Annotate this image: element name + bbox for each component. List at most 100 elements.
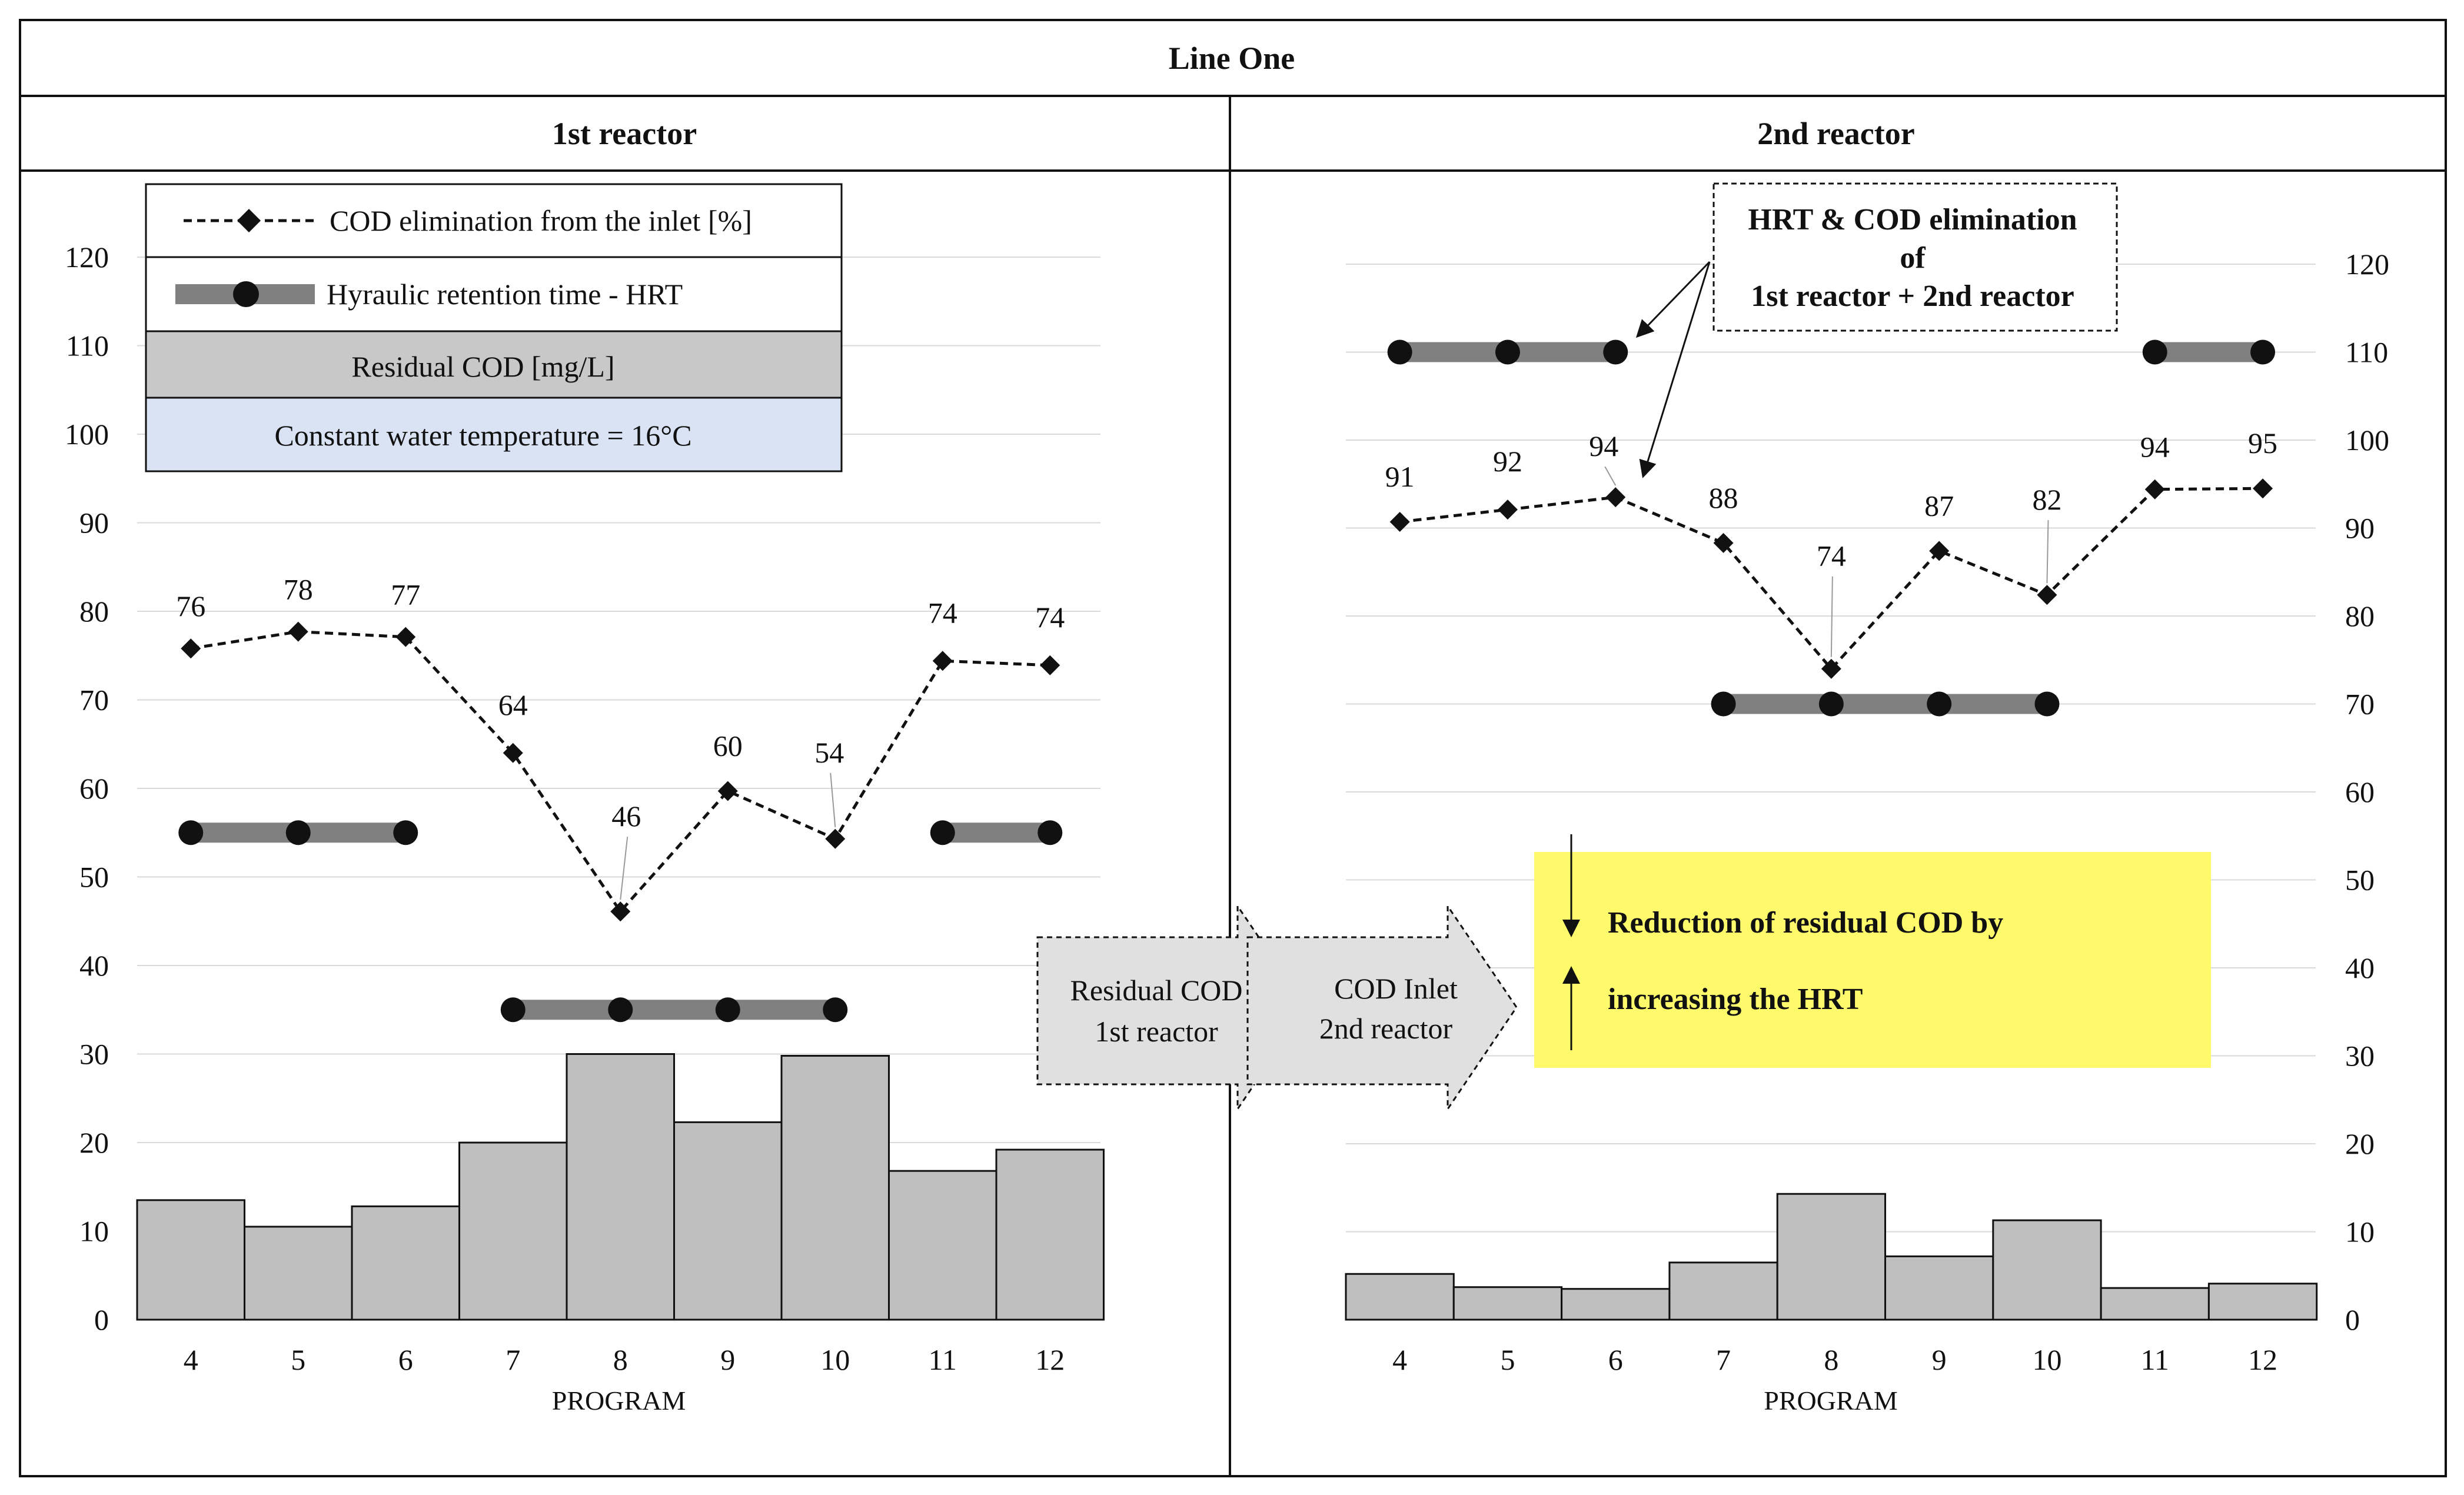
data-label-leader [1830, 576, 1833, 657]
cod-inlet-arrow [1246, 903, 1518, 1112]
cod-elimination-point [1821, 658, 1841, 679]
hrt-point [1603, 339, 1628, 365]
data-label-leader [620, 837, 629, 900]
residual-cod-bar [780, 1055, 890, 1321]
data-label-leader [830, 773, 836, 827]
residual-cod-bar [566, 1053, 675, 1321]
annotation-arrow-to-hrt [1635, 261, 1711, 338]
combined-annotation-line3: 1st reactor + 2nd reactor [1751, 279, 2074, 313]
y-tick-label: 90 [79, 507, 109, 540]
legend-temperature-label: Constant water temperature = 16°C [274, 419, 691, 452]
combined-annotation: HRT & COD elimination of 1st reactor + 2… [1635, 182, 2118, 478]
cod-elimination-data-label: 78 [284, 573, 313, 606]
x-tick-label: 4 [184, 1343, 198, 1376]
y-tick-label: 120 [2345, 248, 2389, 281]
x-axis-label: PROGRAM [1764, 1386, 1898, 1416]
y-tick-label: 90 [2345, 512, 2375, 545]
cod-elimination-data-label: 91 [1385, 460, 1415, 493]
hrt-point [608, 997, 633, 1023]
residual-cod-bar [1668, 1261, 1778, 1321]
y-tick-label: 10 [2345, 1216, 2375, 1248]
x-tick-label: 12 [2248, 1343, 2277, 1376]
y-tick-label: 110 [2345, 336, 2388, 369]
hrt-point [1495, 339, 1520, 365]
x-tick-label: 10 [820, 1343, 850, 1376]
y-tick-label: 120 [65, 241, 109, 274]
x-tick-label: 7 [506, 1343, 520, 1376]
cod-elimination-point [825, 828, 846, 849]
cod-elimination-point [181, 638, 201, 659]
residual-cod-bar [995, 1148, 1105, 1321]
hrt-point [500, 997, 526, 1023]
cod-elimination-data-label: 54 [814, 736, 844, 769]
residual-cod-bar [1776, 1193, 1886, 1321]
inlet-arrow-line2: 2nd reactor [1319, 1012, 1453, 1045]
y-tick-label: 80 [79, 595, 109, 628]
cod-elimination-data-label: 94 [2140, 431, 2170, 464]
hrt-point [1711, 691, 1736, 717]
legend-cod-label: COD elimination from the inlet [%] [330, 204, 752, 237]
annotation-arrow-to-cod [1639, 261, 1711, 478]
y-tick-label: 70 [79, 684, 109, 717]
cod-elimination-point [1929, 541, 1950, 561]
x-tick-label: 11 [929, 1343, 957, 1376]
cod-elimination-data-label: 94 [1589, 429, 1618, 462]
y-tick-label: 60 [79, 772, 109, 805]
right-panel-title: 2nd reactor [1757, 116, 1914, 151]
x-tick-label: 8 [1824, 1343, 1838, 1376]
hrt-point [393, 820, 418, 845]
cod-elimination-data-label: 87 [1924, 489, 1954, 522]
reduction-line2: increasing the HRT [1608, 983, 1863, 1016]
residual-cod-bar [351, 1205, 460, 1321]
residual-cod-bar [1992, 1219, 2102, 1321]
cod-elimination-point [1389, 512, 1410, 532]
legend-row-temperature [145, 397, 843, 472]
flow-arrows: Residual COD 1st reactor COD Inlet 2nd r… [1036, 903, 1518, 1112]
x-tick-label: 6 [398, 1343, 413, 1376]
residual-cod-bar [136, 1199, 245, 1321]
residual-arrow-line2: 1st reactor [1095, 1015, 1218, 1048]
legend-circle-marker [233, 281, 259, 307]
y-tick-label: 70 [2345, 688, 2375, 721]
residual-cod-bar [1561, 1288, 1671, 1321]
y-tick-label: 30 [79, 1038, 109, 1071]
y-tick-label: 60 [2345, 775, 2375, 808]
cod-elimination-point [288, 621, 308, 642]
x-tick-label: 11 [2141, 1343, 2169, 1376]
x-tick-label: 8 [613, 1343, 628, 1376]
residual-cod-bar [888, 1170, 997, 1321]
cod-elimination-data-label: 92 [1493, 445, 1522, 478]
legend: COD elimination from the inlet [%] Hyrau… [145, 183, 843, 472]
hrt-point [823, 997, 848, 1023]
cod-elimination-data-label: 76 [176, 590, 205, 622]
y-tick-label: 100 [2345, 424, 2389, 457]
hrt-point [1818, 691, 1844, 717]
y-tick-label: 10 [79, 1215, 109, 1248]
x-tick-label: 12 [1035, 1343, 1065, 1376]
reduction-line1: Reduction of residual COD by [1608, 906, 2003, 940]
x-tick-label: 5 [291, 1343, 305, 1376]
y-tick-label: 20 [2345, 1127, 2375, 1160]
y-tick-label: 0 [2345, 1303, 2360, 1336]
hrt-point [178, 820, 204, 845]
cod-elimination-point [932, 651, 953, 671]
y-tick-label: 30 [2345, 1040, 2375, 1073]
cod-elimination-data-label: 74 [1035, 601, 1065, 634]
y-tick-label: 100 [65, 418, 109, 451]
inlet-arrow-line1: COD Inlet [1334, 972, 1458, 1005]
x-tick-label: 9 [720, 1343, 735, 1376]
cod-elimination-point [2253, 478, 2273, 499]
y-tick-label: 50 [2345, 864, 2375, 897]
y-tick-label: 0 [94, 1303, 109, 1336]
combined-annotation-box [1713, 182, 2118, 332]
legend-row-cod [145, 183, 843, 258]
cod-elimination-data-label: 77 [391, 578, 420, 611]
y-tick-label: 50 [79, 861, 109, 894]
hrt-point [1927, 691, 1952, 717]
y-tick-label: 20 [79, 1126, 109, 1159]
x-tick-label: 6 [1608, 1343, 1623, 1376]
figure-title: Line One [1169, 41, 1295, 76]
cod-elimination-point [717, 781, 738, 801]
